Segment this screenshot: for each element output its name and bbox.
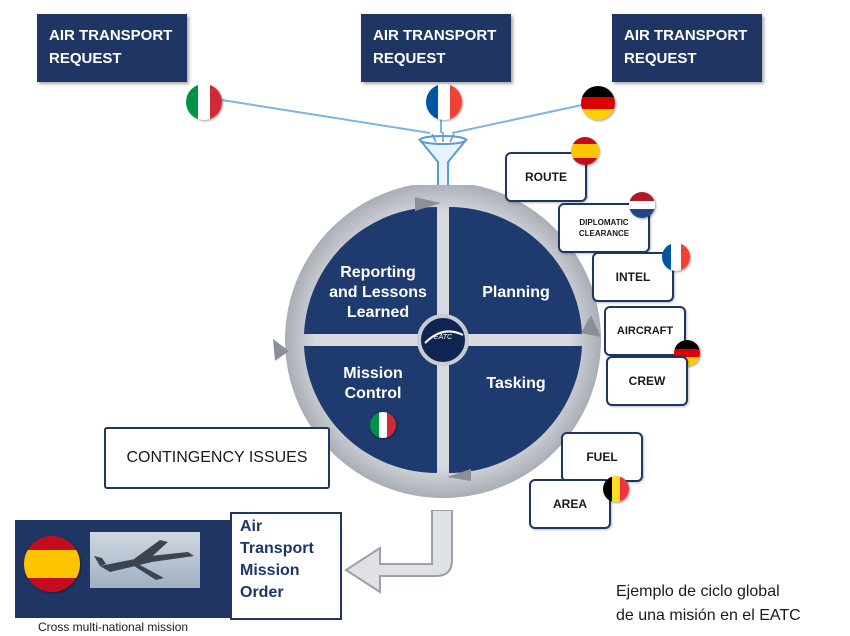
- quadrant-reporting: [304, 206, 437, 334]
- quadrant-planning: [449, 206, 582, 334]
- belgium-flag-icon: [603, 476, 629, 502]
- reporting-line2: and Lessons: [329, 284, 427, 301]
- aircraft-icon: [94, 540, 194, 580]
- request-label-line1: AIR TRANSPORT: [373, 27, 497, 44]
- eatc-logo: EATC: [433, 334, 453, 341]
- reporting-line3: Learned: [346, 304, 410, 321]
- reporting-lessons-label: Reporting and Lessons Learned: [318, 263, 438, 323]
- order-line1: Air: [240, 518, 263, 535]
- request-label-line2: REQUEST: [624, 50, 697, 67]
- request-label-line1: AIR TRANSPORT: [49, 27, 173, 44]
- diplomatic-line1: DIPLOMATIC: [579, 218, 629, 227]
- netherlands-flag-icon: [629, 192, 655, 218]
- mission-cycle: [273, 185, 601, 498]
- caption-line1: Ejemplo de ciclo global: [616, 583, 780, 600]
- planning-label: Planning: [482, 284, 550, 301]
- request-label-line1: AIR TRANSPORT: [624, 27, 748, 44]
- request-label-line2: REQUEST: [373, 50, 446, 67]
- spain-flag-icon: [571, 137, 599, 165]
- mission-line2: Control: [344, 385, 402, 402]
- fuel-tag: FUEL: [561, 432, 643, 482]
- intel-tag: INTEL: [592, 252, 674, 302]
- diplomatic-line2: CLEARANCE: [578, 229, 630, 238]
- order-line2: Transport: [240, 540, 314, 557]
- germany-flag-icon: [581, 86, 615, 120]
- italy-flag-icon: [186, 84, 222, 120]
- france-flag-icon: [426, 84, 462, 120]
- air-transport-mission-order: Air Transport Mission Order: [230, 512, 342, 620]
- aircraft-photo: [90, 532, 200, 588]
- italy-flag-icon: [370, 412, 396, 438]
- route-tag: ROUTE: [505, 152, 587, 202]
- order-line4: Order: [240, 584, 284, 601]
- request-label-line2: REQUEST: [49, 50, 122, 67]
- air-transport-request-france: AIR TRANSPORT REQUEST: [361, 14, 511, 82]
- cross-mission-caption: Cross multi-national mission: [38, 620, 189, 634]
- mission-control-label: Mission Control: [318, 364, 428, 404]
- mission-line1: Mission: [343, 365, 403, 382]
- air-transport-request-germany: AIR TRANSPORT REQUEST: [612, 14, 762, 82]
- figure-caption: Ejemplo de ciclo global de una misión en…: [616, 580, 801, 628]
- caption-line2: de una misión en el EATC: [616, 607, 801, 624]
- contingency-issues-box: CONTINGENCY ISSUES: [104, 427, 330, 489]
- crew-tag: CREW: [606, 356, 688, 406]
- tasking-label: Tasking: [486, 375, 546, 392]
- aircraft-tag: AIRCRAFT: [604, 306, 686, 356]
- spain-flag-icon: [24, 536, 80, 592]
- output-arrow: [344, 510, 453, 594]
- air-transport-request-italy: AIR TRANSPORT REQUEST: [37, 14, 187, 82]
- reporting-line1: Reporting: [340, 264, 416, 281]
- france-flag-icon: [662, 243, 690, 271]
- area-tag: AREA: [529, 479, 611, 529]
- order-line3: Mission: [240, 562, 300, 579]
- quadrant-mission-control: [304, 346, 437, 474]
- quadrant-tasking: [449, 346, 582, 474]
